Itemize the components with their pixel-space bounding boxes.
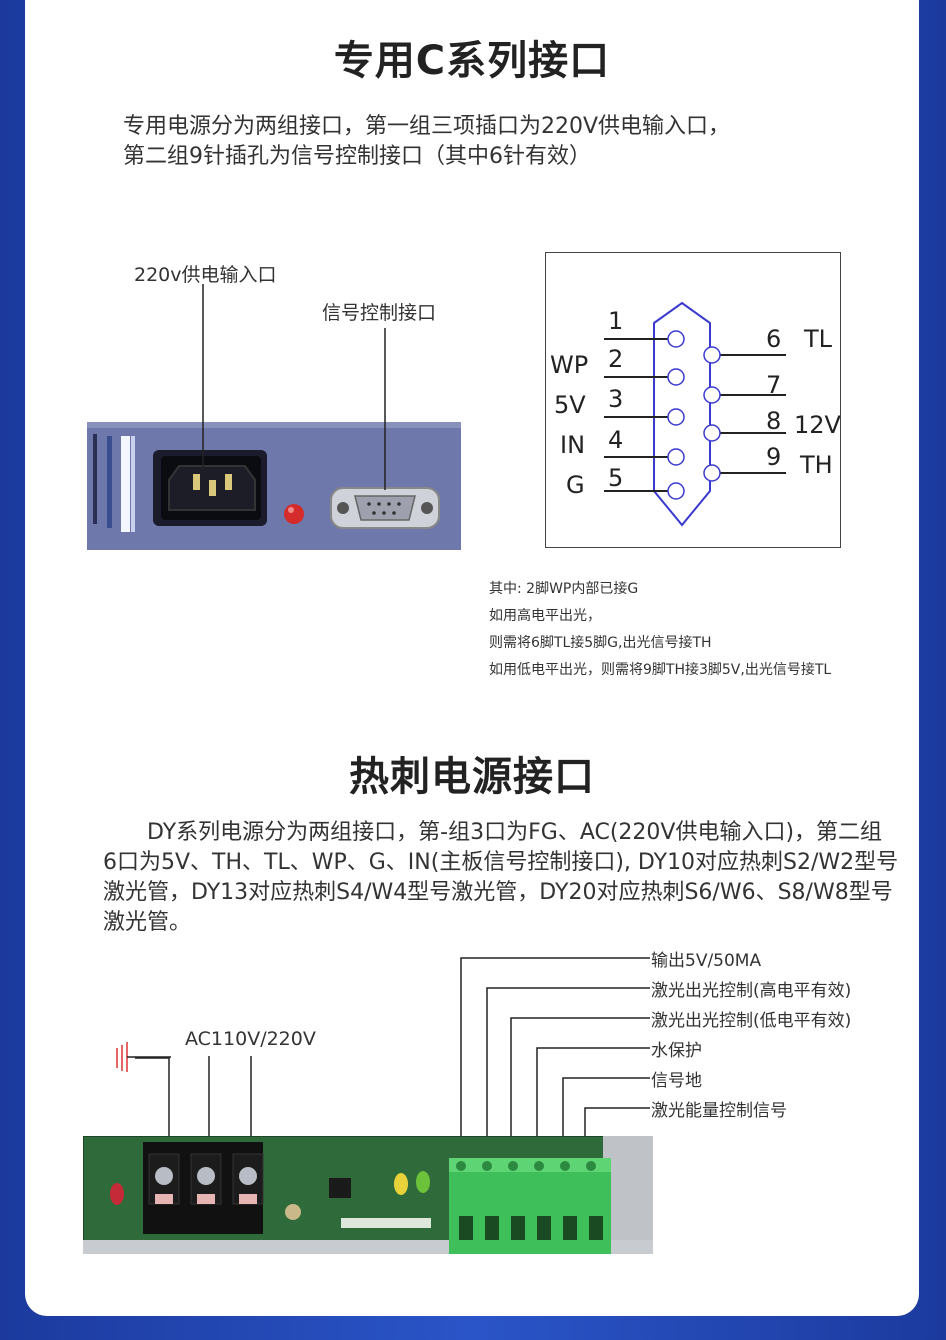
section2-desc-line: DY系列电源分为两组接口，第-组3口为FG、AC(220V供电输入口)，第二组 — [147, 820, 883, 845]
pin-hole — [667, 448, 685, 466]
pin-name: TL — [803, 325, 833, 353]
pin-number: 2 — [608, 345, 623, 373]
pin-number: 8 — [766, 407, 781, 435]
db9-connector — [330, 487, 440, 529]
pin-name: 5V — [554, 391, 586, 419]
power-panel-photo — [87, 284, 461, 550]
note-line: 其中: 2脚WP内部已接G — [489, 581, 639, 597]
pin-name: G — [566, 471, 585, 499]
red-indicator-icon — [284, 504, 304, 524]
pin-hole — [667, 482, 685, 500]
pin-name: WP — [550, 351, 588, 379]
signal-label: 信号地 — [651, 1071, 702, 1091]
signal-label: 激光出光控制(高电平有效) — [651, 981, 852, 1001]
section1-desc-line2: 第二组9针插孔为信号控制接口（其中6针有效） — [123, 144, 591, 169]
section2-desc-line: 6口为5V、TH、TL、WP、G、IN(主板信号控制接口), DY10对应热刺S… — [103, 850, 899, 875]
content-card: 专用C系列接口 专用电源分为两组接口，第一组三项插口为220V供电输入口， 第二… — [25, 0, 919, 1316]
signal-port-label: 信号控制接口 — [322, 302, 437, 324]
pin-name: IN — [560, 431, 585, 459]
section1-title: 专用C系列接口 — [333, 38, 611, 84]
pin-name: 12V — [794, 411, 840, 439]
section1-desc-line1: 专用电源分为两组接口，第一组三项插口为220V供电输入口， — [123, 114, 731, 139]
signal-label: 激光出光控制(低电平有效) — [651, 1011, 852, 1031]
pin-number: 4 — [608, 426, 623, 454]
pin-hole — [667, 330, 685, 348]
ac-terminal-block — [143, 1142, 264, 1234]
note-line: 如用低电平出光，则需将9脚TH接3脚5V,出光信号接TL — [489, 662, 832, 678]
section2-desc-line: 激光管，DY13对应热刺S4/W4型号激光管，DY20对应热刺S6/W6、S8/… — [103, 880, 893, 905]
pin-hole — [703, 424, 721, 442]
signal-label: 激光能量控制信号 — [651, 1101, 787, 1121]
signal-label: 输出5V/50MA — [651, 951, 762, 971]
signal-label: 水保护 — [651, 1041, 702, 1061]
pcb-board-photo — [83, 1136, 653, 1254]
pin-number: 7 — [766, 371, 781, 399]
section2-desc-line: 激光管。 — [103, 910, 192, 935]
ground-icon — [116, 1042, 171, 1072]
pin-name: TH — [799, 451, 833, 479]
note-line: 如用高电平出光， — [489, 608, 601, 624]
section2-title: 热刺电源接口 — [349, 754, 595, 800]
note-line: 则需将6脚TL接5脚G,出光信号接TH — [489, 635, 712, 651]
section2-desc: DY系列电源分为两组接口，第-组3口为FG、AC(220V供电输入口)，第二组 … — [103, 818, 899, 938]
power-input-label: 220v供电输入口 — [134, 264, 277, 286]
pin-hole — [667, 368, 685, 386]
pin-number: 1 — [608, 307, 623, 335]
pin-number: 9 — [766, 443, 781, 471]
pin-hole — [703, 464, 721, 482]
terminal-signal-labels: 输出5V/50MA 激光出光控制(高电平有效) 激光出光控制(低电平有效) 水保… — [651, 946, 851, 1126]
pin-number: 5 — [608, 464, 623, 492]
ac-input-label: AC110V/220V — [185, 1028, 316, 1050]
db9-pinout-diagram: 1 2 3 4 5 WP 5V IN G 6 7 8 9 TL 12V TH — [545, 252, 842, 548]
signal-terminal-block — [449, 1158, 611, 1254]
iec-power-socket — [153, 450, 267, 526]
pin-hole — [703, 346, 721, 364]
leader-lines — [135, 957, 650, 1140]
pin-number: 6 — [766, 325, 781, 353]
pin-hole — [703, 386, 721, 404]
pin-number: 3 — [608, 385, 623, 413]
pin-notes: 其中: 2脚WP内部已接G 如用高电平出光， 则需将6脚TL接5脚G,出光信号接… — [489, 576, 831, 684]
pin-hole — [667, 408, 685, 426]
